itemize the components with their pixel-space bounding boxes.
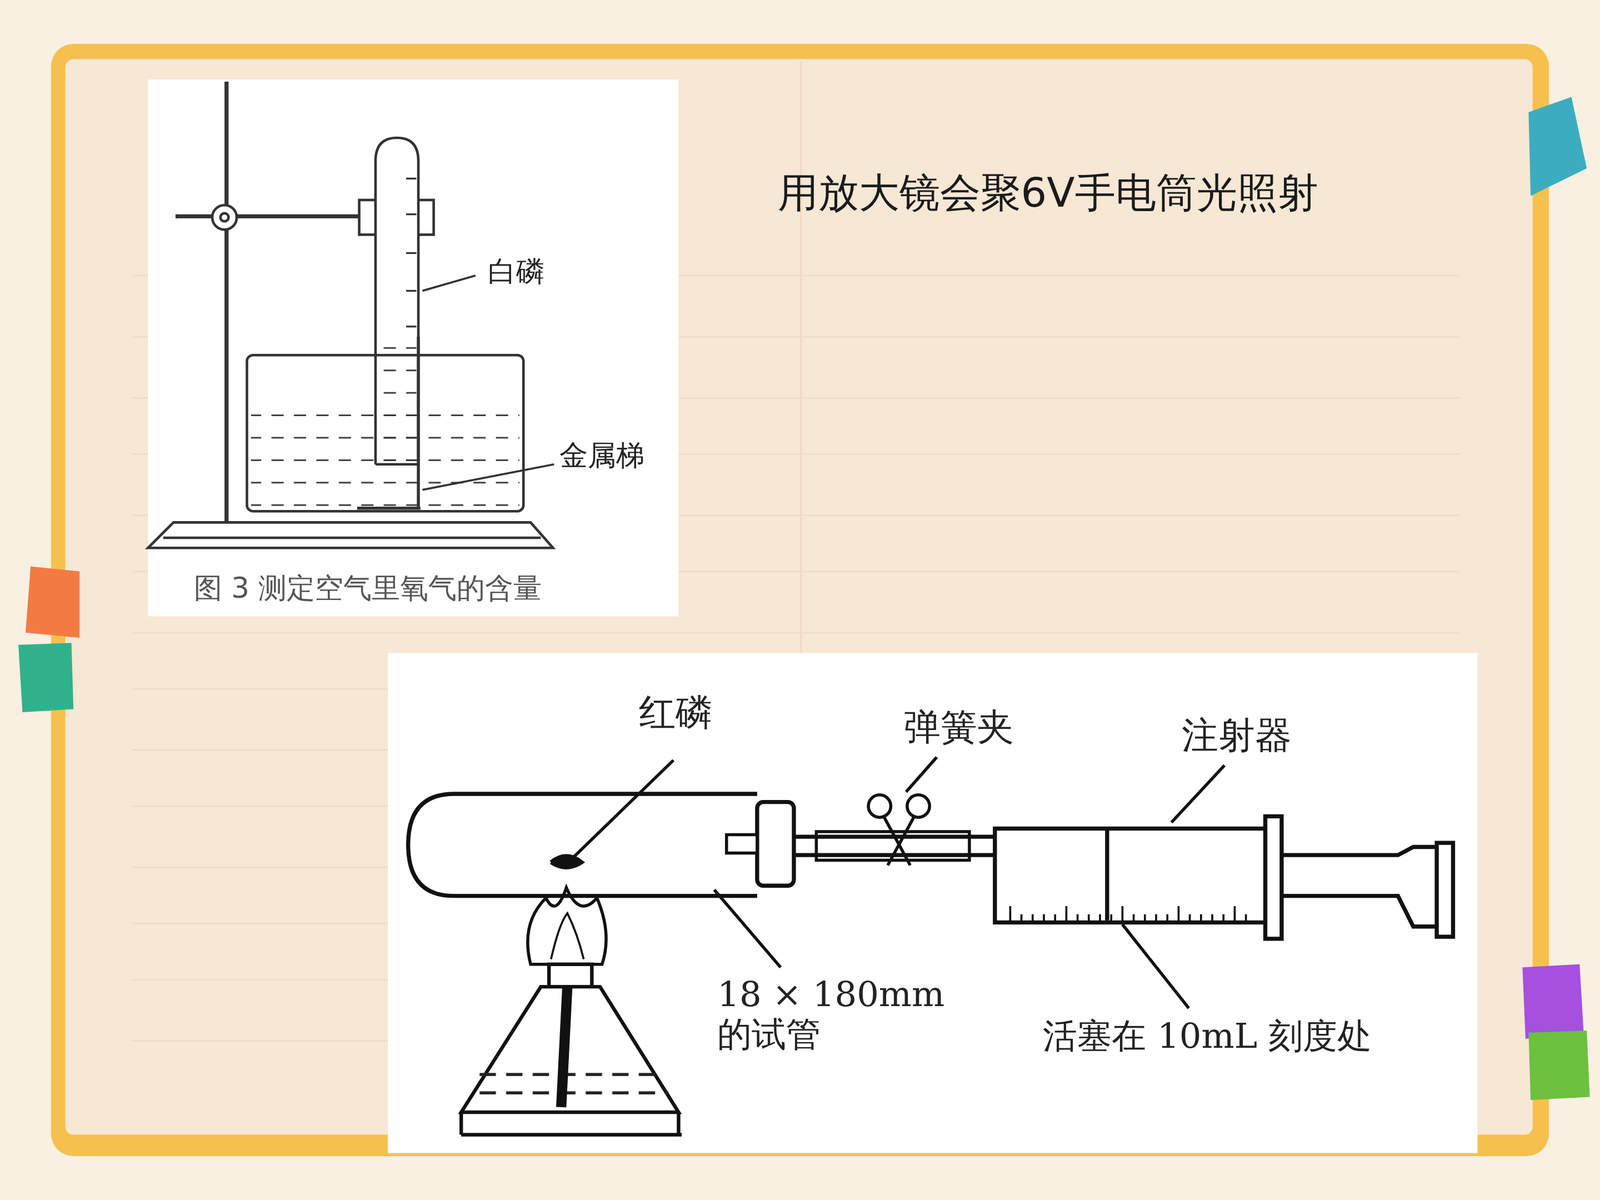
- note-text: 用放大镜会聚6V手电筒光照射: [777, 169, 1319, 217]
- tab-purple: [1522, 964, 1584, 1039]
- tab-green: [18, 642, 74, 713]
- part-label: 金属梯: [559, 438, 645, 472]
- alcohol-lamp: [461, 887, 682, 1135]
- dimension-label: 18 × 180mm 的试管: [717, 974, 973, 1055]
- part-label: 活塞在 10mL 刻度处: [1042, 1016, 1372, 1057]
- white-phosphorus-apparatus: [147, 81, 554, 548]
- figure-panel: [387, 653, 1478, 1154]
- figure-caption: 图 3 测定空气里氧气的含量: [193, 571, 542, 605]
- leader-lines: [571, 757, 1225, 1009]
- tab-teal: [1528, 96, 1587, 196]
- notebook-border: [51, 43, 1549, 1157]
- figure-panel: [147, 79, 679, 617]
- part-label: 白磷: [487, 255, 545, 288]
- tab-orange: [25, 566, 80, 638]
- syringe-scale: [1010, 906, 1246, 923]
- part-label: 弹簧夹: [903, 706, 1014, 749]
- part-label: 红磷: [638, 691, 713, 734]
- tab-lime: [1528, 1030, 1590, 1100]
- part-label: 注射器: [1181, 714, 1292, 757]
